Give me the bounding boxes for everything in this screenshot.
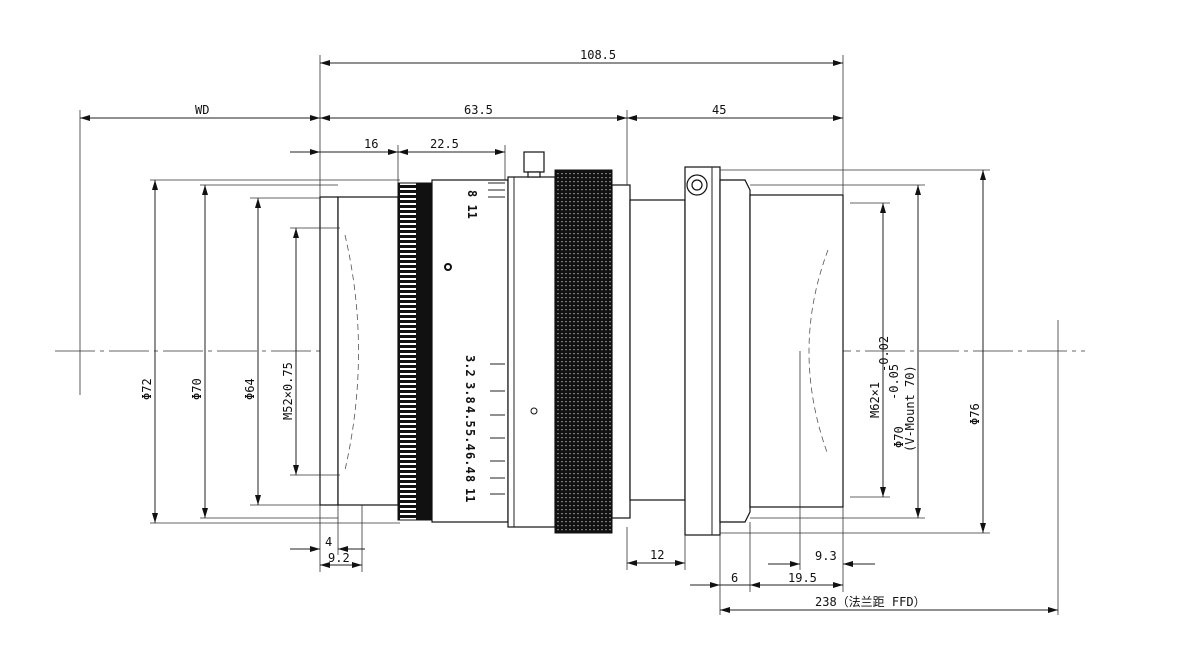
dim-m52: M52×0.75 bbox=[281, 362, 295, 420]
dim-45: 45 bbox=[712, 103, 726, 117]
aperture-ring bbox=[554, 169, 613, 534]
dim-63-5: 63.5 bbox=[464, 103, 493, 117]
front-barrel bbox=[337, 196, 399, 506]
dim-ffd: 238（法兰距 FFD） bbox=[815, 595, 926, 609]
dim-m62-tol: -0.02 bbox=[877, 336, 891, 372]
f-stop: 4.5 bbox=[463, 406, 477, 428]
dim-6: 6 bbox=[731, 571, 738, 585]
aperture-scale: 8 11 3.2 3.8 4.5 5.4 6.4 8 11 bbox=[444, 182, 538, 502]
f-stop: 5.4 bbox=[463, 429, 477, 451]
barrel-body bbox=[431, 179, 509, 523]
rear-lens-arc bbox=[808, 249, 829, 456]
dim-d72: Φ72 bbox=[140, 378, 154, 400]
focus-ring bbox=[397, 182, 433, 521]
rear-barrel bbox=[749, 194, 844, 508]
dim-wd: WD bbox=[195, 103, 209, 117]
dim-d70-tol: -0.05 bbox=[887, 364, 901, 400]
dim-22-5: 22.5 bbox=[430, 137, 459, 151]
f-stop: 3.2 bbox=[463, 355, 477, 377]
dim-overall: 108.5 bbox=[580, 48, 616, 62]
f-stop: 6.4 bbox=[463, 452, 477, 474]
dim-m62: M62×1 bbox=[868, 382, 882, 418]
dimension-labels: 108.5 WD 63.5 45 16 22.5 Φ72 Φ70 Φ64 M52… bbox=[140, 48, 982, 609]
top-marks: 8 11 bbox=[465, 190, 479, 219]
f-stop: 3.8 bbox=[463, 382, 477, 404]
dim-9-2: 9.2 bbox=[328, 551, 350, 565]
aperture-barrel bbox=[507, 176, 556, 528]
dim-12: 12 bbox=[650, 548, 664, 562]
lock-screw bbox=[523, 151, 545, 173]
f-stop: 8 bbox=[463, 475, 477, 482]
dimension-lines bbox=[80, 60, 1058, 613]
f-stop: 11 bbox=[463, 488, 477, 502]
dim-d64: Φ64 bbox=[243, 378, 257, 400]
dim-d70-rear: Φ70 bbox=[892, 426, 906, 448]
dim-4: 4 bbox=[325, 535, 332, 549]
dim-d76: Φ76 bbox=[968, 403, 982, 425]
rear-tube bbox=[629, 199, 686, 501]
dim-9-3: 9.3 bbox=[815, 549, 837, 563]
v-mount bbox=[719, 179, 751, 523]
dim-d70-front: Φ70 bbox=[190, 378, 204, 400]
front-cap bbox=[319, 196, 339, 506]
mount-flange bbox=[684, 166, 721, 536]
dim-vmount: (V-Mount 70) bbox=[903, 365, 917, 452]
dim-16: 16 bbox=[364, 137, 378, 151]
dim-19-5: 19.5 bbox=[788, 571, 817, 585]
lens-body: 8 11 3.2 3.8 4.5 5.4 6.4 8 11 bbox=[319, 151, 844, 536]
